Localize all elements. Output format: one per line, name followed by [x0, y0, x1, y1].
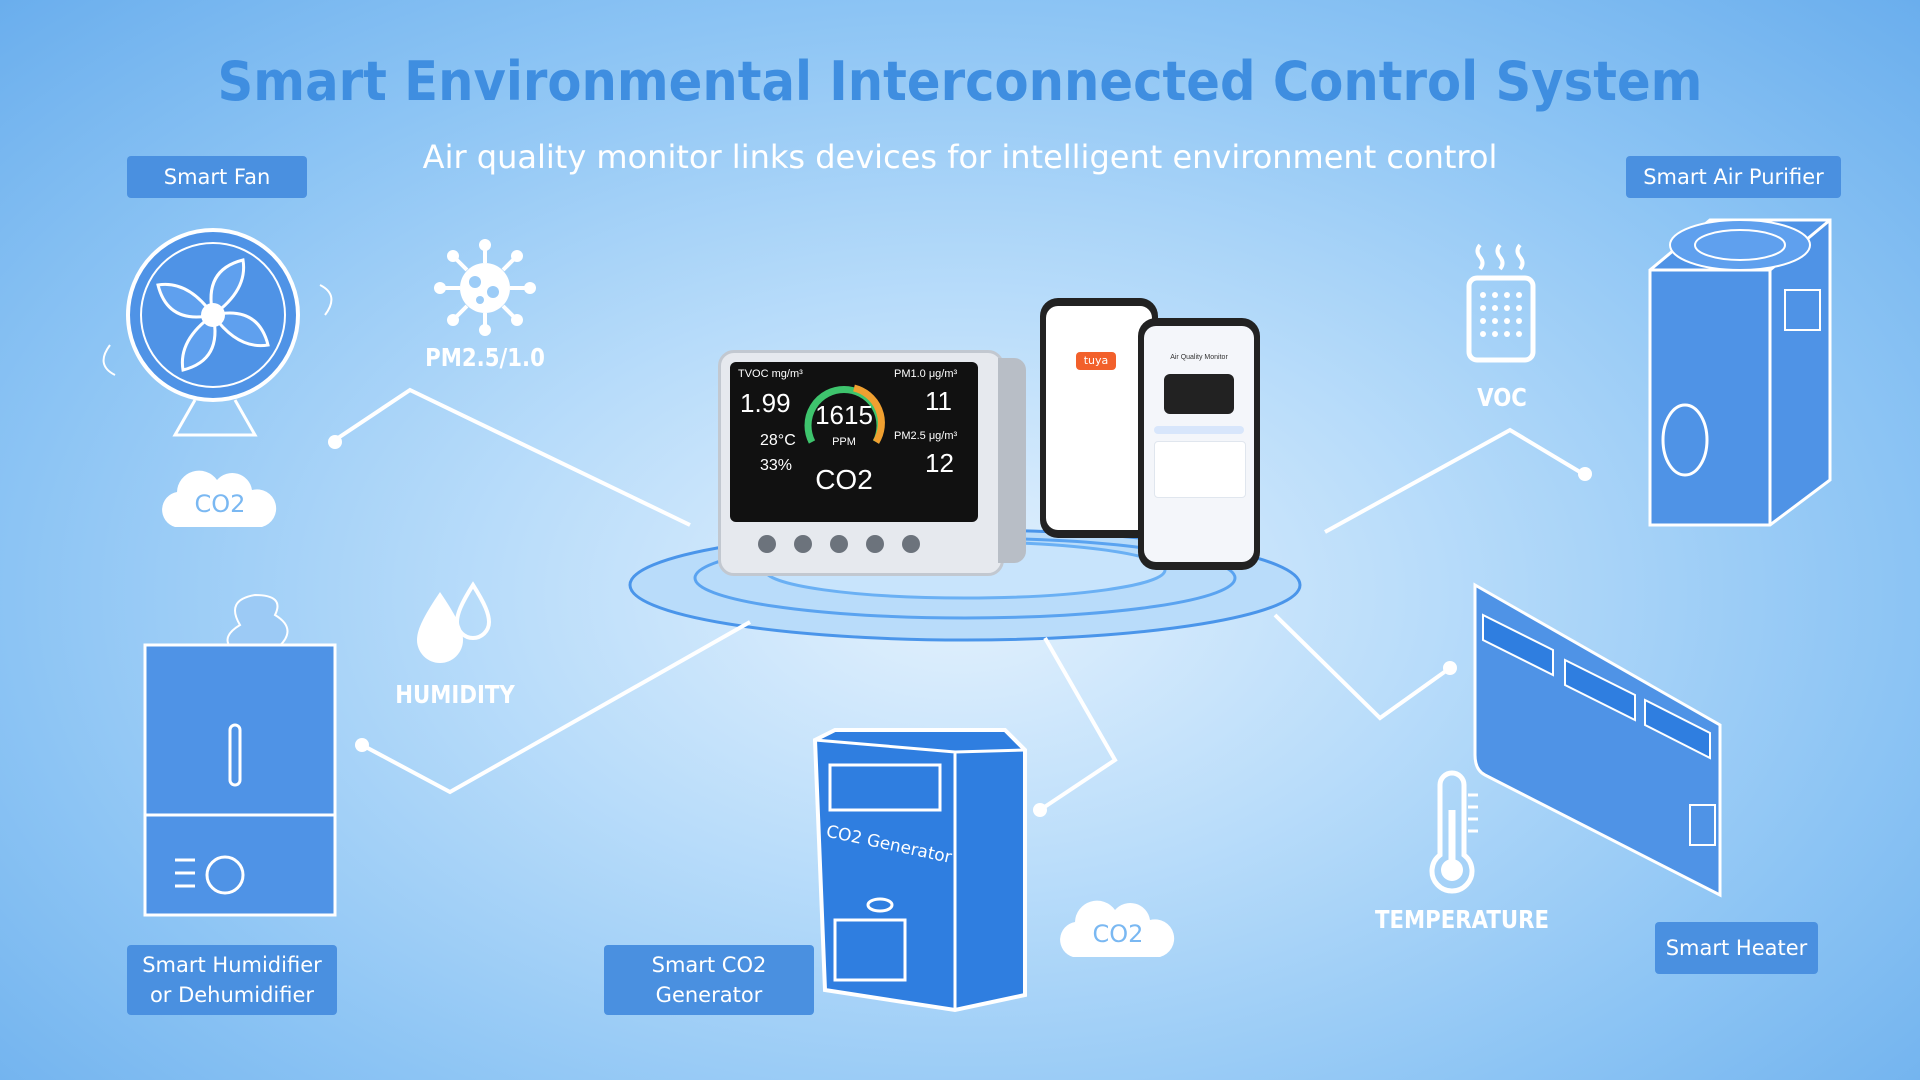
co2-gauge	[804, 384, 885, 444]
pm1-label: PM1.0 μg/m³	[894, 368, 958, 380]
param-pm-label: PM2.5/1.0	[425, 343, 545, 372]
param-humidity-label: HUMIDITY	[395, 680, 515, 709]
co2-cloud-text: CO2	[194, 490, 246, 518]
monitor-button-5[interactable]	[902, 535, 920, 553]
smart-fan-device	[102, 228, 333, 437]
smart-air-purifier-device	[1648, 218, 1832, 527]
tag-humidifier-line2: or Dehumidifier	[149, 983, 315, 1007]
pm1-value: 11	[925, 386, 952, 416]
line-purifier	[1324, 427, 1587, 534]
smart-humidifier-device	[143, 593, 337, 917]
monitor-button-3[interactable]	[830, 535, 848, 553]
app-data-card	[1164, 374, 1234, 414]
thermometer-icon	[1429, 770, 1478, 894]
page-subtitle: Air quality monitor links devices for in…	[422, 138, 1498, 176]
co2-cloud-icon-2: CO2	[1058, 895, 1178, 960]
param-temperature-label: TEMPERATURE	[1375, 905, 1550, 934]
page-title: Smart Environmental Interconnected Contr…	[217, 50, 1703, 113]
phone-back: tuya	[1040, 298, 1158, 538]
param-voc-label: VOC	[1477, 383, 1527, 412]
humidity-value: 33%	[760, 457, 793, 474]
co2-unit: PPM	[832, 436, 856, 448]
line-co2gen	[1038, 637, 1118, 812]
co2-value: 1615	[815, 400, 873, 430]
co2-label: CO2	[815, 464, 873, 495]
co2-cloud-icon: CO2	[160, 465, 280, 530]
tag-co2gen-line1: Smart CO2	[651, 953, 767, 977]
app-screen-title: Air Quality Monitor	[1170, 354, 1228, 361]
app-chart	[1154, 441, 1246, 498]
tag-smart-heater: Smart Heater	[1655, 922, 1818, 974]
line-humidifier	[361, 620, 751, 795]
pm25-value: 12	[925, 448, 954, 478]
temperature-value: 28°C	[760, 432, 796, 449]
monitor-button-1[interactable]	[758, 535, 776, 553]
tag-smart-air-purifier: Smart Air Purifier	[1626, 156, 1841, 198]
tag-smart-fan: Smart Fan	[127, 156, 307, 198]
tag-smart-humidifier: Smart Humidifier or Dehumidifier	[127, 945, 337, 1015]
co2-cloud-text-2: CO2	[1092, 920, 1144, 948]
monitor-button-2[interactable]	[794, 535, 812, 553]
smart-co2-generator-device: CO2 Generator	[805, 725, 1030, 1015]
line-fan	[333, 387, 691, 527]
air-quality-monitor: TVOC mg/m³ 1.99 28°C 33% 1615 PPM CO2 PM…	[718, 350, 1028, 580]
tuya-logo: tuya	[1076, 352, 1116, 370]
voc-icon	[1466, 243, 1536, 363]
smart-heater-device	[1473, 582, 1722, 898]
tag-co2gen-line2: Generator	[655, 983, 763, 1007]
line-heater	[1273, 613, 1452, 721]
tvoc-label: TVOC mg/m³	[738, 368, 803, 380]
water-drops-icon	[417, 581, 492, 663]
monitor-screen: TVOC mg/m³ 1.99 28°C 33% 1615 PPM CO2 PM…	[730, 362, 978, 522]
tag-smart-co2-generator: Smart CO2 Generator	[604, 945, 814, 1015]
monitor-button-4[interactable]	[866, 535, 884, 553]
tag-humidifier-line1: Smart Humidifier	[142, 953, 322, 977]
tvoc-value: 1.99	[740, 388, 791, 418]
phone-front: Air Quality Monitor	[1138, 318, 1260, 570]
virus-icon	[434, 239, 536, 336]
pm25-label: PM2.5 μg/m³	[894, 430, 958, 442]
